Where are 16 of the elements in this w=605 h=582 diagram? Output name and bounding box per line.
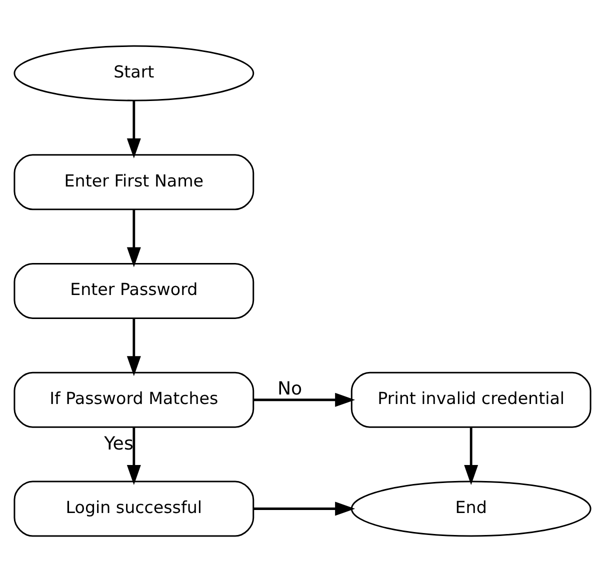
edge-label: No [278, 378, 302, 400]
arrow [254, 392, 356, 407]
arrow [464, 428, 478, 486]
arrow [126, 318, 141, 376]
arrow [254, 502, 356, 516]
node-ellipse: Start [14, 45, 254, 102]
arrow [126, 100, 141, 158]
arrow [126, 210, 141, 268]
arrow [126, 428, 141, 486]
node-box: Enter Password [14, 263, 254, 319]
node-box: Enter First Name [14, 154, 254, 210]
node-ellipse: End [350, 480, 592, 537]
edge-label: Yes [104, 433, 134, 454]
node-box: Login successful [14, 480, 254, 537]
node-box: If Password Matches [14, 372, 254, 428]
node-box: Print invalid credential [350, 372, 592, 428]
